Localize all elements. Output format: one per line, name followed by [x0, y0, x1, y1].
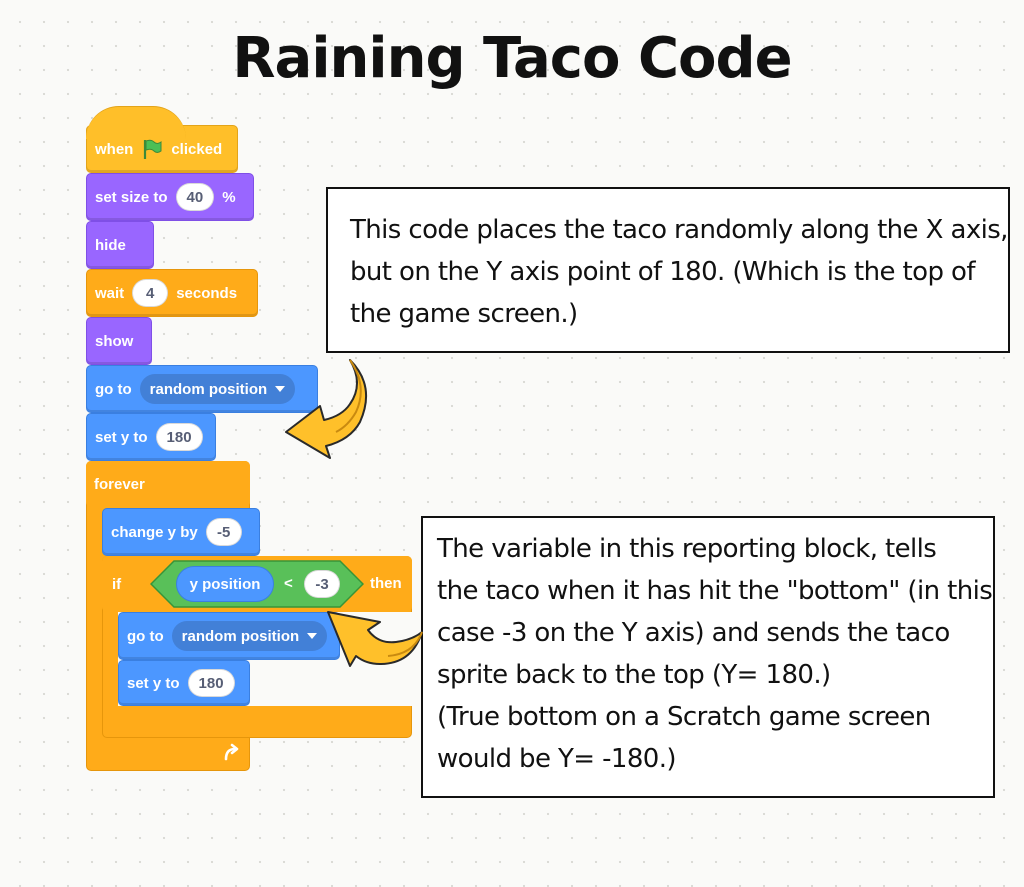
loop-arrow-icon: [220, 742, 242, 764]
inner-set-y-label: set y to: [127, 674, 180, 692]
less-than-operator: <: [284, 575, 293, 592]
inner-position-dropdown[interactable]: random position: [171, 621, 328, 651]
size-unit: %: [222, 188, 236, 206]
position-dropdown-value: random position: [149, 380, 268, 398]
when-label: when: [95, 140, 134, 158]
green-flag-icon: [144, 139, 162, 159]
inner-go-to-block[interactable]: go to random position: [118, 612, 340, 660]
wait-unit: seconds: [176, 284, 238, 302]
top-note-line-2: but on the Y axis point of 180. (Which i…: [350, 257, 975, 287]
change-y-label: change y by: [111, 523, 198, 541]
hat-cap: [86, 106, 186, 139]
page-title: Raining Taco Code: [232, 26, 792, 91]
inner-position-dropdown-value: random position: [181, 627, 300, 645]
bottom-note-line-3: case -3 on the Y axis) and sends the tac…: [437, 618, 950, 648]
top-note-line-3: the game screen.): [350, 299, 578, 329]
bottom-note-line-5: (True bottom on a Scratch game screen: [437, 702, 931, 732]
wait-block[interactable]: wait 4 seconds: [86, 269, 258, 317]
set-size-label: set size to: [95, 188, 168, 206]
if-label: if: [112, 575, 122, 593]
clicked-label: clicked: [171, 140, 223, 158]
size-input[interactable]: 40: [175, 183, 215, 211]
set-y-input[interactable]: 180: [155, 423, 203, 451]
bottom-note-line-2: the taco when it has hit the "bottom" (i…: [437, 576, 993, 606]
top-note-line-1: This code places the taco randomly along…: [350, 215, 1008, 245]
top-annotation-box: This code places the taco randomly along…: [326, 187, 1010, 353]
go-to-block[interactable]: go to random position: [86, 365, 318, 413]
hide-block[interactable]: hide: [86, 221, 154, 269]
bottom-note-line-6: would be Y= -180.): [437, 744, 677, 774]
change-y-input[interactable]: -5: [205, 518, 242, 546]
forever-label: forever: [94, 475, 145, 493]
bottom-note-line-4: sprite back to the top (Y= 180.): [437, 660, 831, 690]
position-dropdown[interactable]: random position: [139, 374, 296, 404]
show-block[interactable]: show: [86, 317, 152, 365]
bottom-curved-arrow-icon: [327, 611, 423, 667]
then-label: then: [370, 575, 402, 592]
show-label: show: [95, 332, 134, 350]
y-position-reporter[interactable]: y position: [176, 566, 274, 602]
condition-input[interactable]: -3: [304, 570, 340, 598]
inner-set-y-input[interactable]: 180: [187, 669, 235, 697]
set-y-block[interactable]: set y to 180: [86, 413, 216, 461]
forever-header: forever: [86, 461, 250, 507]
wait-label: wait: [95, 284, 125, 302]
change-y-block[interactable]: change y by -5: [102, 508, 260, 556]
hide-label: hide: [95, 236, 126, 254]
wait-input[interactable]: 4: [132, 279, 169, 307]
bottom-note-line-1: The variable in this reporting block, te…: [437, 534, 937, 564]
set-size-block[interactable]: set size to 40 %: [86, 173, 254, 221]
inner-go-to-label: go to: [127, 627, 164, 645]
dropdown-arrow-icon: [275, 386, 286, 392]
dropdown-arrow-icon: [307, 633, 318, 639]
go-to-label: go to: [95, 380, 132, 398]
inner-set-y-block[interactable]: set y to 180: [118, 660, 250, 706]
set-y-label: set y to: [95, 428, 148, 446]
y-position-label: y position: [189, 575, 261, 593]
bottom-annotation-box: The variable in this reporting block, te…: [421, 516, 995, 798]
top-curved-arrow-icon: [285, 359, 367, 459]
